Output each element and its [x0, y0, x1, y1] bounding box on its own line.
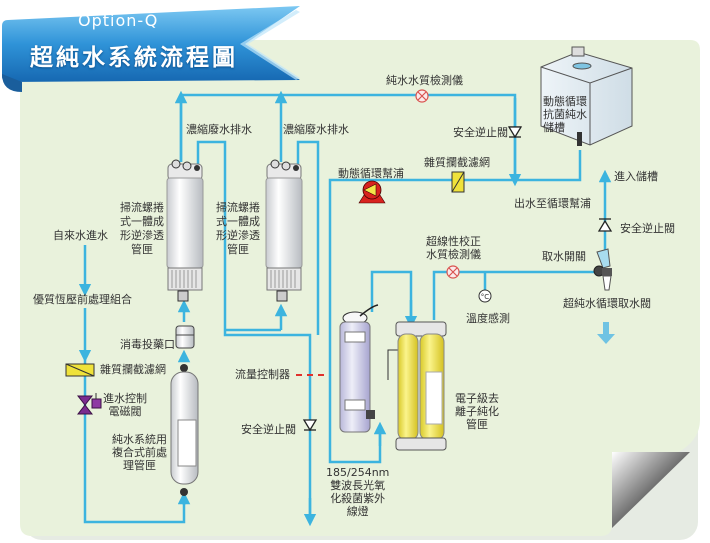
storage-tank — [540, 46, 633, 146]
label-into-tank: 進入儲槽 — [614, 170, 658, 183]
svg-text:°C: °C — [481, 293, 490, 301]
label-inlet-solenoid-valve: 進水控制 電磁閥 — [103, 392, 147, 418]
label-check-valve-right: 安全逆止閥 — [620, 222, 675, 235]
ro-cartridge-1 — [166, 159, 204, 302]
uv-lamp — [339, 304, 379, 433]
label-flow-controller: 流量控制器 — [235, 368, 290, 381]
label-di-cartridge: 電子級去 離子純化 管匣 — [455, 392, 499, 431]
pump-icon — [358, 180, 386, 204]
quality-meter-icon — [446, 265, 460, 279]
label-ultra-quality-meter: 超線性校正 水質檢測儀 — [426, 235, 481, 261]
label-outlet-to-pump: 出水至循環幫浦 — [514, 197, 591, 210]
thermometer-celsius-icon: °C — [478, 289, 492, 303]
ro-cartridge-2 — [265, 159, 303, 302]
label-disinfection-port: 消毒投藥口 — [120, 338, 175, 351]
label-pretreatment-assembly: 優質恆壓前處理組合 — [33, 293, 132, 306]
label-concentrate-drain-1: 濃縮廢水排水 — [186, 123, 252, 136]
banner-subtitle: Option-Q — [78, 11, 159, 30]
di-cartridge — [395, 321, 447, 451]
label-dispense-valve: 超純水循環取水閥 — [563, 297, 651, 310]
pretreatment-cartridge — [170, 364, 199, 496]
label-tank: 動態循環 抗菌純水 儲槽 — [543, 95, 587, 134]
label-pretreatment-cartridge: 純水系統用 複合式前處 理管匣 — [112, 433, 167, 472]
title-banner — [2, 6, 300, 92]
check-valve-icon — [597, 218, 613, 232]
label-circulation-pump: 動態循環幫浦 — [338, 167, 404, 180]
disinfection-port — [175, 325, 195, 349]
label-sediment-filter-top: 雜質攔截濾網 — [424, 156, 490, 169]
dispense-valve — [593, 248, 612, 291]
label-concentrate-drain-2: 濃縮廢水排水 — [283, 123, 349, 136]
page-title: 超純水系統流程圖 — [30, 45, 238, 71]
filter-screen-icon — [65, 363, 95, 377]
label-dispense-switch: 取水開關 — [542, 250, 586, 263]
label-check-valve-bottom: 安全逆止閥 — [241, 423, 296, 436]
quality-meter-icon — [415, 89, 429, 103]
filter-screen-icon — [451, 171, 465, 193]
output-arrow-icon — [597, 322, 615, 344]
label-check-valve-top: 安全逆止閥 — [453, 126, 508, 139]
label-tap-water-inlet: 自來水進水 — [53, 229, 108, 242]
check-valve-icon — [507, 126, 523, 139]
check-valve-icon — [302, 419, 318, 432]
label-sediment-filter-left: 雜質攔截濾網 — [100, 363, 166, 376]
label-ro-cartridge-2: 掃流螺捲 式一體成 形逆滲透 管匣 — [216, 201, 260, 256]
uv-cable — [387, 349, 402, 380]
solenoid-valve-icon — [76, 393, 102, 415]
label-temperature-sensor: 溫度感測 — [466, 312, 510, 325]
page-curl — [612, 452, 690, 528]
label-pure-water-quality-meter: 純水水質檢測儀 — [386, 74, 463, 87]
label-ro-cartridge-1: 掃流螺捲 式一體成 形逆滲透 管匣 — [120, 201, 164, 256]
label-uv-lamp: 185/254nm 雙波長光氧 化殺菌紫外 線燈 — [326, 466, 390, 518]
